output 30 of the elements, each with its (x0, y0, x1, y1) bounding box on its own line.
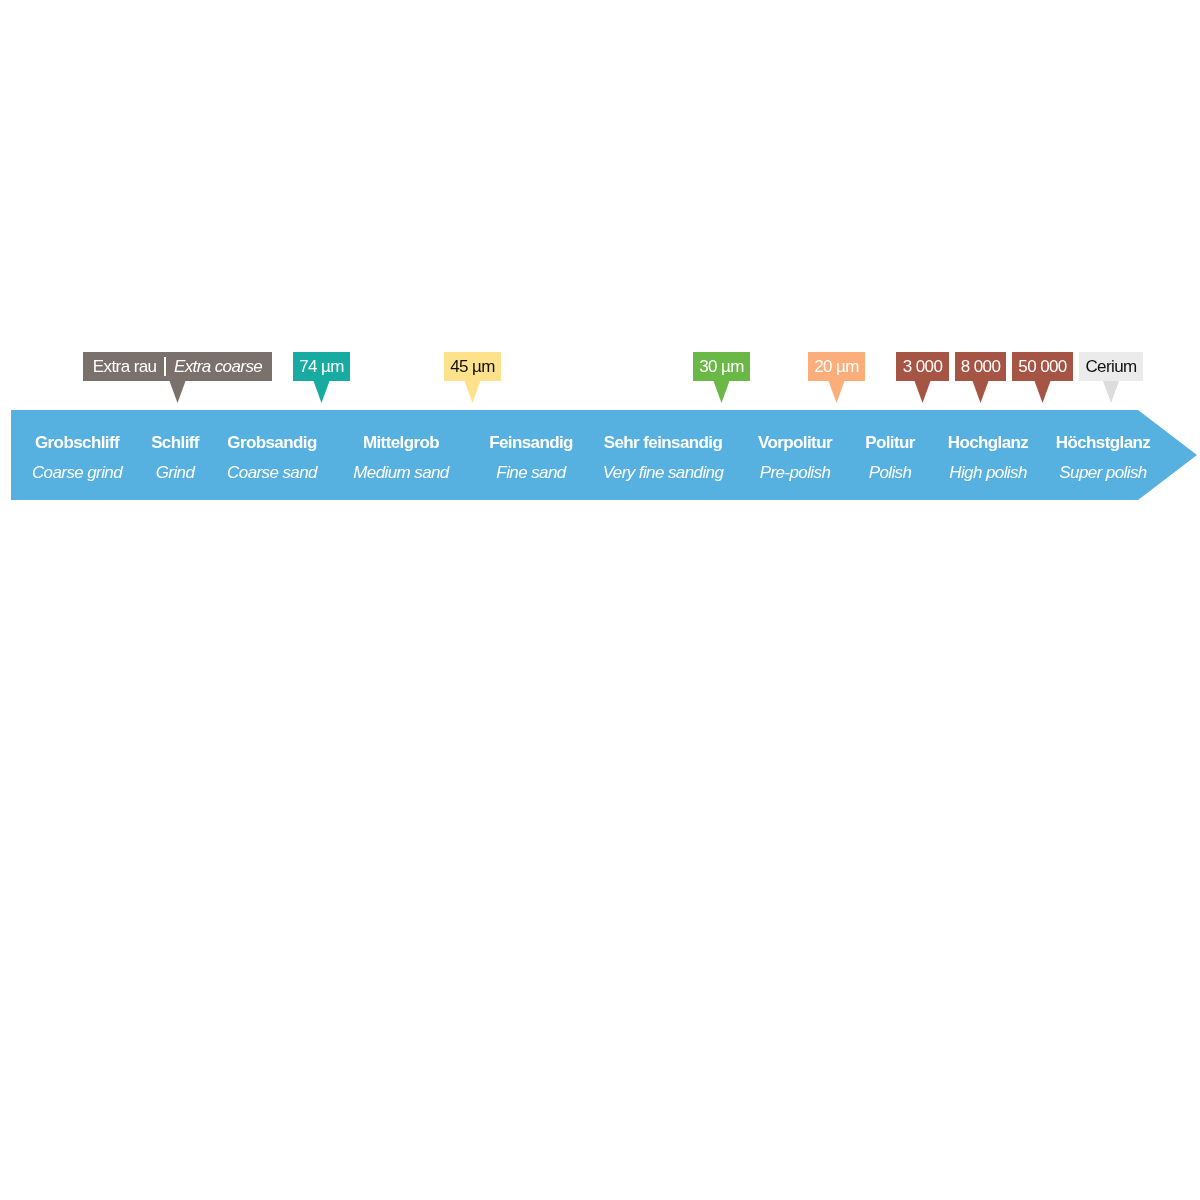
stage-translation: Medium sand (353, 462, 449, 484)
stage-name: Politur (865, 432, 915, 454)
stage-translation: Coarse grind (31, 462, 123, 484)
grit-label: 20 µm (814, 356, 859, 377)
stage-translation: Grind (155, 462, 195, 484)
stage-name: Feinsandig (489, 432, 573, 454)
stage-name: Grobschliff (34, 432, 120, 454)
stage-translation: High polish (949, 462, 1027, 484)
stage-name: Schliff (151, 432, 199, 454)
stage-translation: Very fine sanding (602, 462, 724, 484)
stage-name: Höchstglanz (1055, 432, 1151, 454)
stage-name: Grobsandig (227, 432, 317, 454)
stage-name: Hochglanz (947, 432, 1029, 454)
stage-translation: Fine sand (496, 462, 566, 484)
grit-label: 3 000 (902, 356, 943, 377)
stage-name: Sehr feinsandig (603, 432, 723, 454)
grit-label: 8 000 (960, 356, 1001, 377)
stage-translation: Super polish (1059, 462, 1147, 484)
grit-label: 45 µm (450, 356, 495, 377)
grit-label: Cerium (1085, 356, 1137, 377)
stage-translation: Coarse sand (227, 462, 317, 484)
grit-label: 50 000 (1018, 356, 1067, 377)
grit-label: Extra coarse (173, 356, 263, 377)
stage-translation: Pre-polish (759, 462, 831, 484)
stage-name: Vorpolitur (758, 432, 832, 454)
grit-label: 74 µm (299, 356, 344, 377)
grit-label: 30 µm (699, 356, 744, 377)
stage-translation: Polish (868, 462, 912, 484)
grit-label: Extra rau (92, 356, 157, 377)
stage-name: Mittelgrob (362, 432, 440, 454)
